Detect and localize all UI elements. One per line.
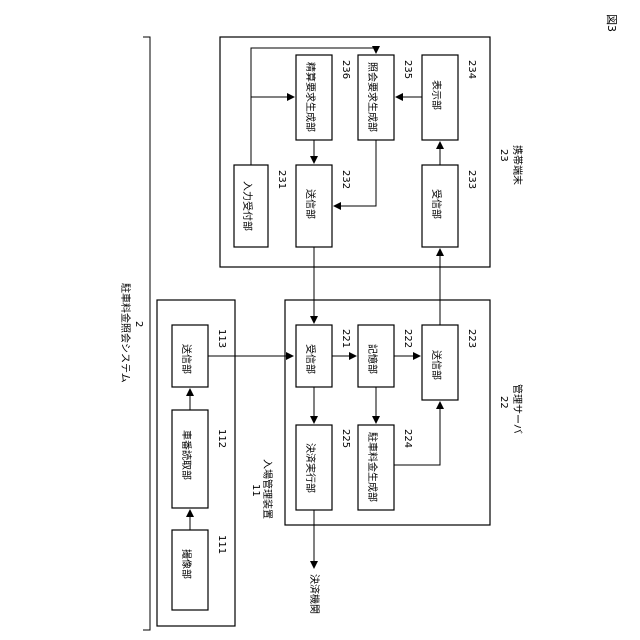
block-222-label: 記憶部 bbox=[366, 344, 379, 374]
block-225-label: 決済実行部 bbox=[304, 443, 317, 493]
block-231-label: 入力受付部 bbox=[241, 181, 254, 231]
block-236-label: 精算要求生成部 bbox=[304, 62, 317, 132]
block-234-label: 表示部 bbox=[430, 80, 443, 110]
block-234-ref: 234 bbox=[466, 60, 477, 79]
block-111-label: 撮像部 bbox=[180, 549, 193, 579]
block-222-ref: 222 bbox=[402, 329, 413, 348]
entry-management-device-ref: 11 bbox=[250, 484, 261, 497]
block-225-ref: 225 bbox=[340, 429, 351, 448]
block-223-ref: 223 bbox=[466, 329, 477, 348]
mobile-terminal-ref: 23 bbox=[498, 149, 509, 162]
block-235-ref: 235 bbox=[402, 60, 413, 79]
block-233-ref: 233 bbox=[466, 170, 477, 189]
payment-institution-label: 決済機関 bbox=[308, 574, 321, 614]
block-112-ref: 112 bbox=[216, 429, 227, 448]
block-223-label: 送信部 bbox=[430, 350, 443, 380]
system-label: 駐車料金照会システム bbox=[119, 283, 132, 383]
block-232-label: 送信部 bbox=[304, 189, 317, 219]
block-224-label: 駐車料金生成部 bbox=[366, 432, 379, 502]
system-bracket bbox=[143, 37, 150, 630]
management-server-label: 管理サーバ bbox=[511, 384, 524, 434]
block-113-label: 送信部 bbox=[180, 344, 193, 374]
block-221-label: 受信部 bbox=[304, 344, 317, 374]
arrow-224-223 bbox=[394, 402, 440, 465]
block-112-label: 車番読取部 bbox=[180, 430, 193, 480]
block-224-ref: 224 bbox=[402, 429, 413, 448]
management-server-ref: 22 bbox=[498, 396, 509, 409]
entry-management-device-label: 入場管理装置 bbox=[261, 459, 274, 519]
block-233-label: 受信部 bbox=[430, 189, 443, 219]
figure-label: 図3 bbox=[605, 14, 618, 32]
system-ref: 2 bbox=[133, 321, 144, 327]
block-232-ref: 232 bbox=[340, 170, 351, 189]
mobile-terminal-label: 携帯端末 bbox=[511, 145, 524, 185]
block-111-ref: 111 bbox=[216, 535, 227, 554]
block-236-ref: 236 bbox=[340, 60, 351, 79]
block-235-label: 照会要求生成部 bbox=[366, 62, 379, 132]
block-113-ref: 113 bbox=[216, 329, 227, 348]
block-221-ref: 221 bbox=[340, 329, 351, 348]
block-231-ref: 231 bbox=[276, 170, 287, 189]
